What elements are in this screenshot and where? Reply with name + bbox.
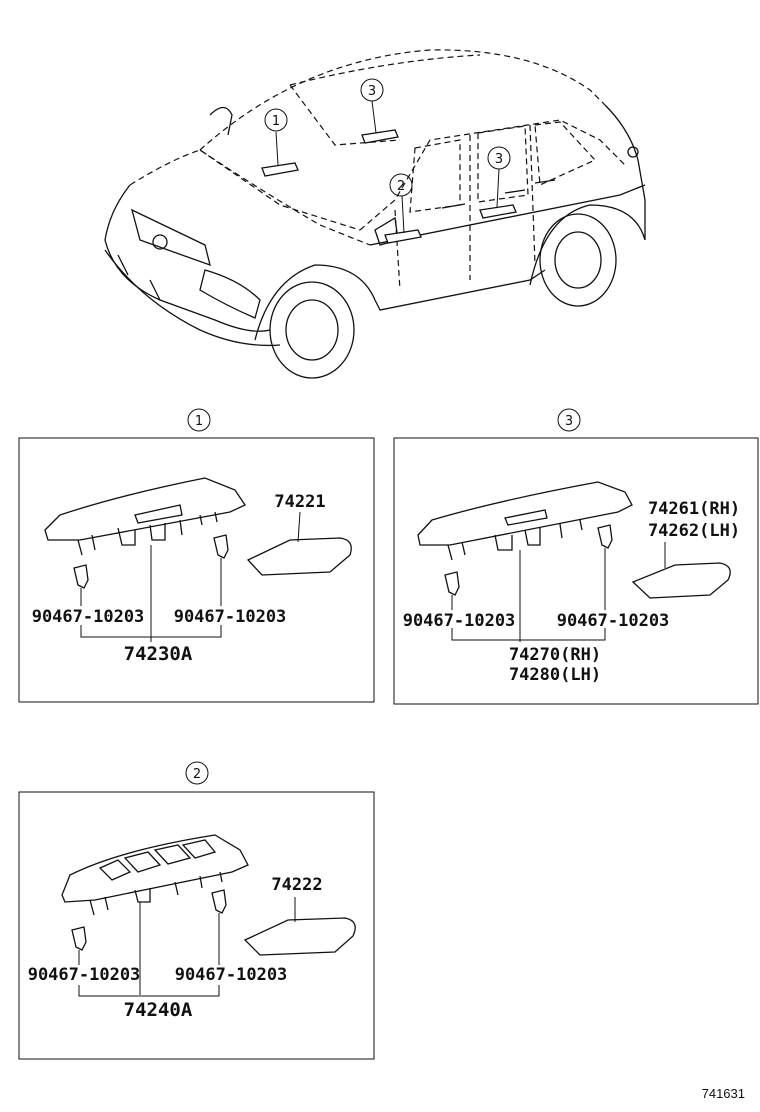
part-number-clip-right: 90467-10203 (557, 611, 670, 631)
svg-text:3: 3 (495, 152, 503, 167)
diagram-id: 741631 (702, 1086, 745, 1101)
vehicle-callout-1: 1 (264, 108, 288, 166)
panel-2-callout (185, 761, 209, 785)
panel-1: 1 74221 90467-10203 90467-10203 74230A (18, 408, 375, 703)
part-number-74262-lh: 74262(LH) (648, 521, 740, 541)
clip-left (71, 926, 87, 951)
vehicle-callout-3-rear: 3 (487, 146, 511, 208)
part-number-clip-left: 90467-10203 (403, 611, 516, 631)
trim-plate-74221 (246, 511, 352, 576)
part-number-74270-rh: 74270(RH) (509, 645, 601, 665)
trim-plate-74261 (631, 542, 731, 599)
switch-base-74270 (417, 481, 633, 561)
clip-left (444, 571, 460, 596)
panel-2-frame (18, 791, 375, 1060)
clip-right (211, 889, 227, 914)
clip-left (73, 564, 89, 589)
svg-text:3: 3 (368, 84, 376, 99)
panel-2-callout-label: 2 (193, 767, 201, 782)
part-number-clip-left: 90467-10203 (28, 965, 141, 985)
part-number-74261-rh: 74261(RH) (648, 499, 740, 519)
switch-base-74230a (44, 477, 246, 556)
clip-right (213, 534, 229, 559)
vehicle-illustration (104, 49, 646, 379)
vehicle-callout-2: 2 (389, 173, 413, 234)
part-number-clip-right: 90467-10203 (174, 607, 287, 627)
panel-2: 2 74222 90467-10203 90467-10203 74240A (18, 761, 375, 1060)
clip-right (597, 524, 613, 549)
panel-1-frame (18, 437, 375, 703)
panel-3-callout-label: 3 (565, 414, 573, 429)
part-number-74221: 74221 (274, 492, 325, 512)
panel-3: 3 74261(RH) 74262(LH) 90467-10203 90467-… (393, 408, 759, 705)
panel-3-frame (393, 437, 759, 705)
svg-text:2: 2 (397, 179, 405, 194)
panel-3-callout (557, 408, 581, 432)
switch-base-74240a (61, 834, 249, 916)
panel-1-callout-label: 1 (195, 414, 203, 429)
trim-plate-74222 (243, 897, 356, 956)
panel-1-callout (187, 408, 211, 432)
svg-text:1: 1 (272, 114, 280, 129)
part-number-74222: 74222 (271, 875, 322, 895)
part-number-74280-lh: 74280(LH) (509, 665, 601, 685)
part-number-clip-left: 90467-10203 (32, 607, 145, 627)
part-number-assembly: 74230A (124, 643, 193, 665)
part-number-clip-right: 90467-10203 (175, 965, 288, 985)
part-number-assembly: 74240A (124, 999, 193, 1021)
vehicle-callout-3-top: 3 (360, 78, 384, 134)
